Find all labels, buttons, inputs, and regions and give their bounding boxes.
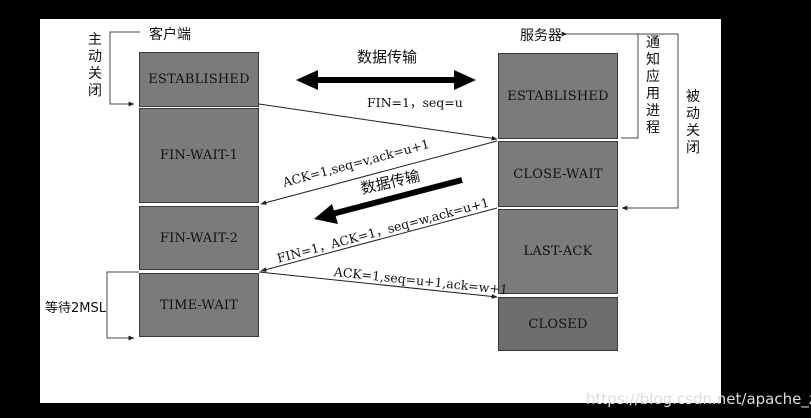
data-transfer-thick-head bbox=[314, 204, 338, 224]
watermark: https://blog.csdn.net/apache_z bbox=[586, 390, 811, 408]
msg-final-ack-arrow bbox=[258, 271, 498, 299]
client-state-time-wait: TIME-WAIT bbox=[139, 273, 259, 337]
wait-2msl-label: 等待2MSL bbox=[45, 301, 106, 316]
client-state-established: ESTABLISHED bbox=[139, 52, 259, 107]
passive-close-label: 被动关闭 bbox=[686, 89, 700, 156]
active-close-bracket bbox=[109, 31, 140, 107]
passive-close-bracket bbox=[575, 33, 679, 211]
server-state-close-wait: CLOSE-WAIT bbox=[498, 141, 618, 207]
msg-fin-arrow bbox=[258, 103, 498, 141]
msg-ack-arrow bbox=[260, 140, 498, 205]
notify-app-bracket bbox=[561, 31, 639, 139]
server-title: 服务器 bbox=[520, 28, 562, 44]
msg-fin-label: FIN=1，seq=u bbox=[367, 95, 463, 110]
data-transfer-label-top: 数据传输 bbox=[357, 48, 418, 66]
wait-2msl-bracket bbox=[106, 271, 139, 341]
client-title: 客户端 bbox=[149, 27, 191, 43]
msg-fin-ack-arrow bbox=[260, 207, 498, 272]
active-close-label: 主动关闭 bbox=[88, 32, 102, 99]
client-state-fin-wait-2: FIN-WAIT-2 bbox=[139, 206, 259, 270]
data-transfer-right-head bbox=[454, 70, 476, 90]
server-state-closed: CLOSED bbox=[498, 297, 618, 351]
data-transfer-thick-line bbox=[331, 177, 463, 217]
client-state-fin-wait-1: FIN-WAIT-1 bbox=[139, 108, 259, 203]
server-state-established: ESTABLISHED bbox=[498, 53, 618, 139]
server-state-last-ack: LAST-ACK bbox=[498, 209, 618, 294]
notify-app-label: 通知应用进程 bbox=[646, 35, 660, 136]
data-transfer-left-head bbox=[296, 70, 318, 90]
